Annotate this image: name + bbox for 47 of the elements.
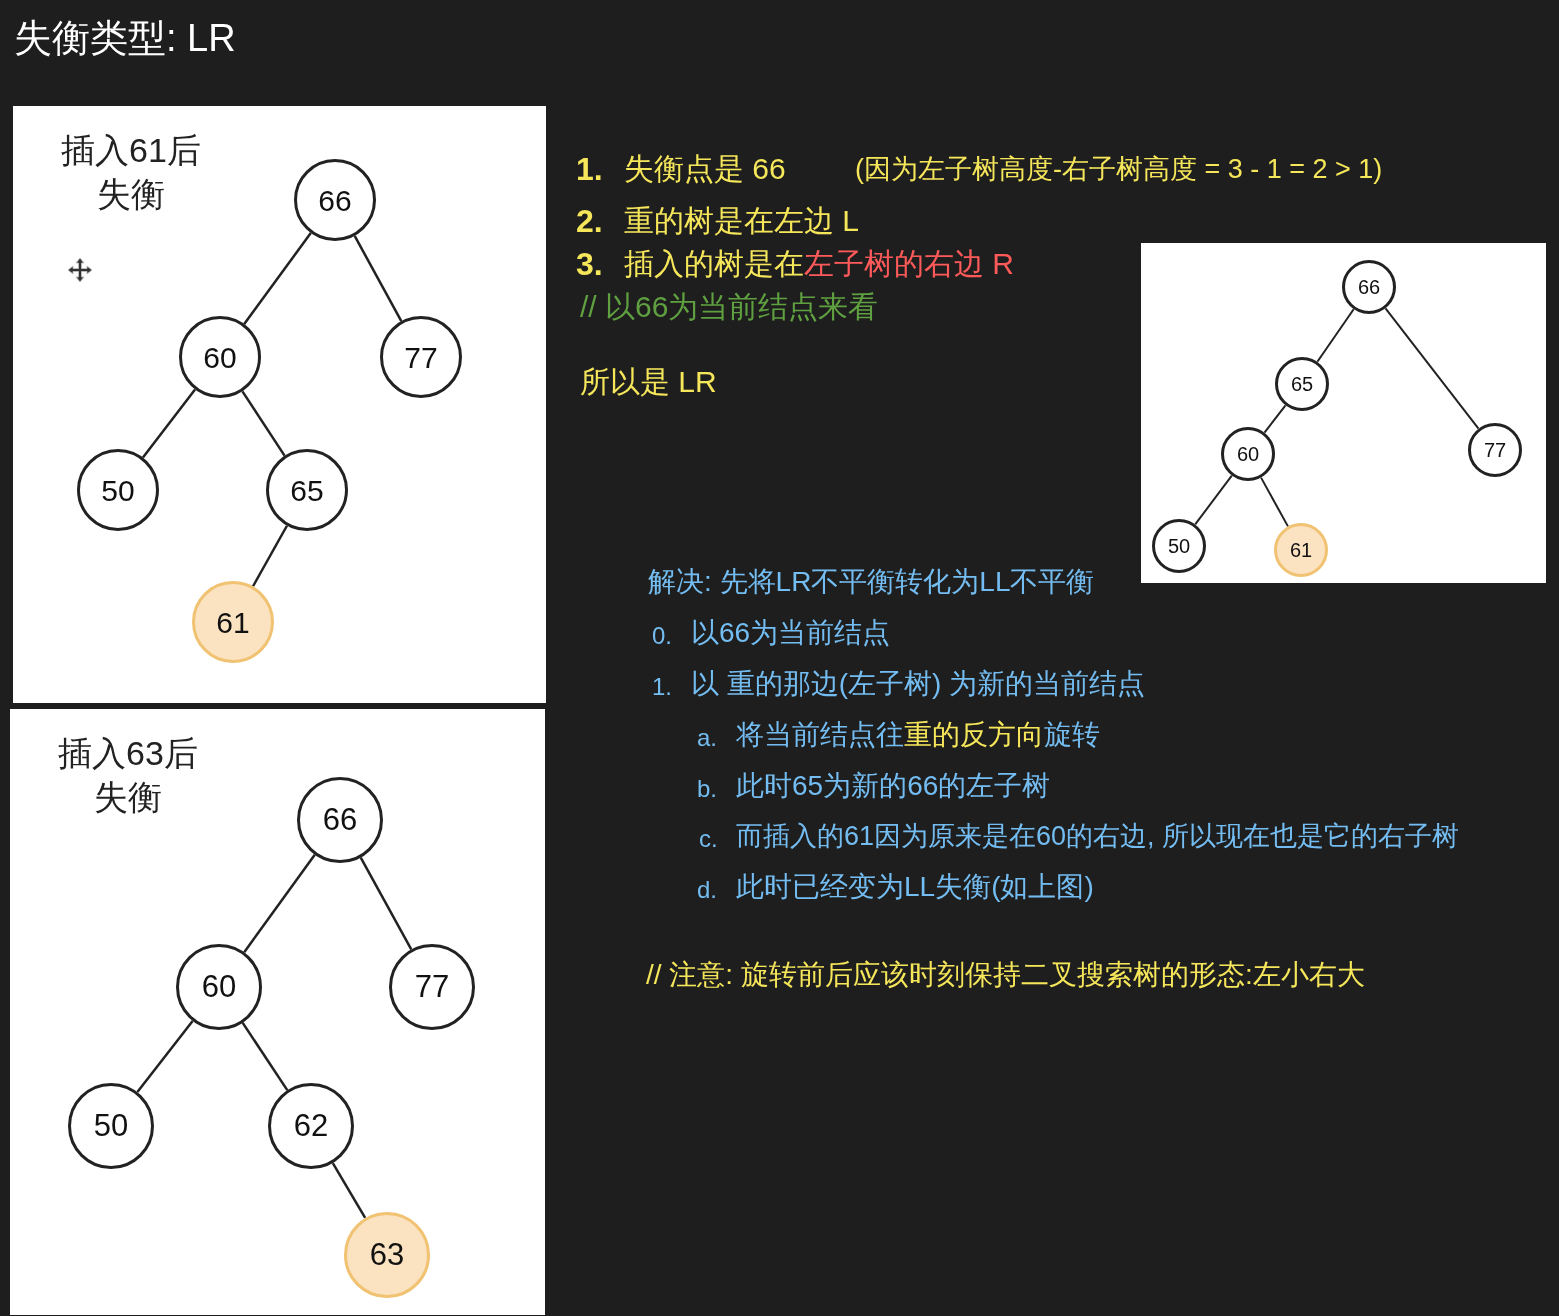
tree-edge: [241, 1022, 289, 1091]
note-text: 而插入的61因为原来是在60的右边, 所以现在也是它的右子树: [736, 820, 1460, 853]
note-text: 以66为当前结点: [691, 616, 891, 650]
comment-text: // 注意: 旋转前后应该时刻保持二叉搜索树的形态:左小右大: [646, 958, 1365, 992]
tree-edge: [1316, 308, 1355, 363]
note-text: 旋转: [1044, 718, 1100, 752]
tree-edge: [241, 390, 286, 457]
tree-edge: [251, 525, 289, 587]
tree-edge: [331, 1162, 367, 1219]
tree-edge: [136, 1020, 194, 1093]
note-text: 所以是 LR: [580, 364, 717, 400]
note-text: 重的反方向: [904, 718, 1044, 752]
note-text: 插入的树是在: [624, 246, 804, 282]
page-title: 失衡类型: LR: [14, 16, 236, 61]
list-number: 1.: [652, 672, 672, 702]
tree-edge: [1260, 476, 1289, 528]
note-text: (因为左子树高度-右子树高度 = 3 - 1 = 2 > 1): [855, 153, 1383, 186]
list-number: 1.: [576, 150, 603, 188]
list-number: a.: [697, 723, 717, 753]
tree-edge: [141, 388, 197, 459]
tree-panel: [1141, 243, 1546, 583]
tree-edge: [1384, 307, 1480, 430]
list-number: 3.: [576, 245, 603, 283]
note-text: 此时已经变为LL失衡(如上图): [736, 870, 1094, 904]
tree-panel: [13, 106, 546, 703]
tree-edge: [1263, 404, 1287, 434]
note-text: 左子树的右边 R: [804, 246, 1014, 282]
tree-edge: [243, 232, 312, 325]
list-number: c.: [699, 824, 718, 854]
tree-panel: [10, 709, 545, 1315]
tree-edge: [353, 235, 403, 322]
tree-edge: [359, 857, 413, 950]
note-text: 将当前结点往: [736, 718, 904, 752]
list-number: 0.: [652, 621, 672, 651]
list-number: b.: [697, 774, 717, 804]
note-text: 解决: 先将LR不平衡转化为LL不平衡: [648, 565, 1095, 599]
note-text: 失衡点是 66: [624, 151, 786, 187]
list-number: d.: [697, 875, 717, 905]
panel-heading: 插入63后失衡: [57, 733, 199, 818]
note-text: 重的树是在左边 L: [624, 203, 860, 239]
panel-heading: 插入61后失衡: [60, 130, 202, 215]
comment-text: // 以66为当前结点来看: [580, 289, 879, 325]
tree-edge: [243, 854, 316, 953]
tree-edge: [1194, 474, 1233, 526]
note-text: 以 重的那边(左子树) 为新的当前结点: [691, 667, 1146, 701]
list-number: 2.: [576, 202, 603, 240]
note-text: 此时65为新的66的左子树: [736, 769, 1051, 803]
